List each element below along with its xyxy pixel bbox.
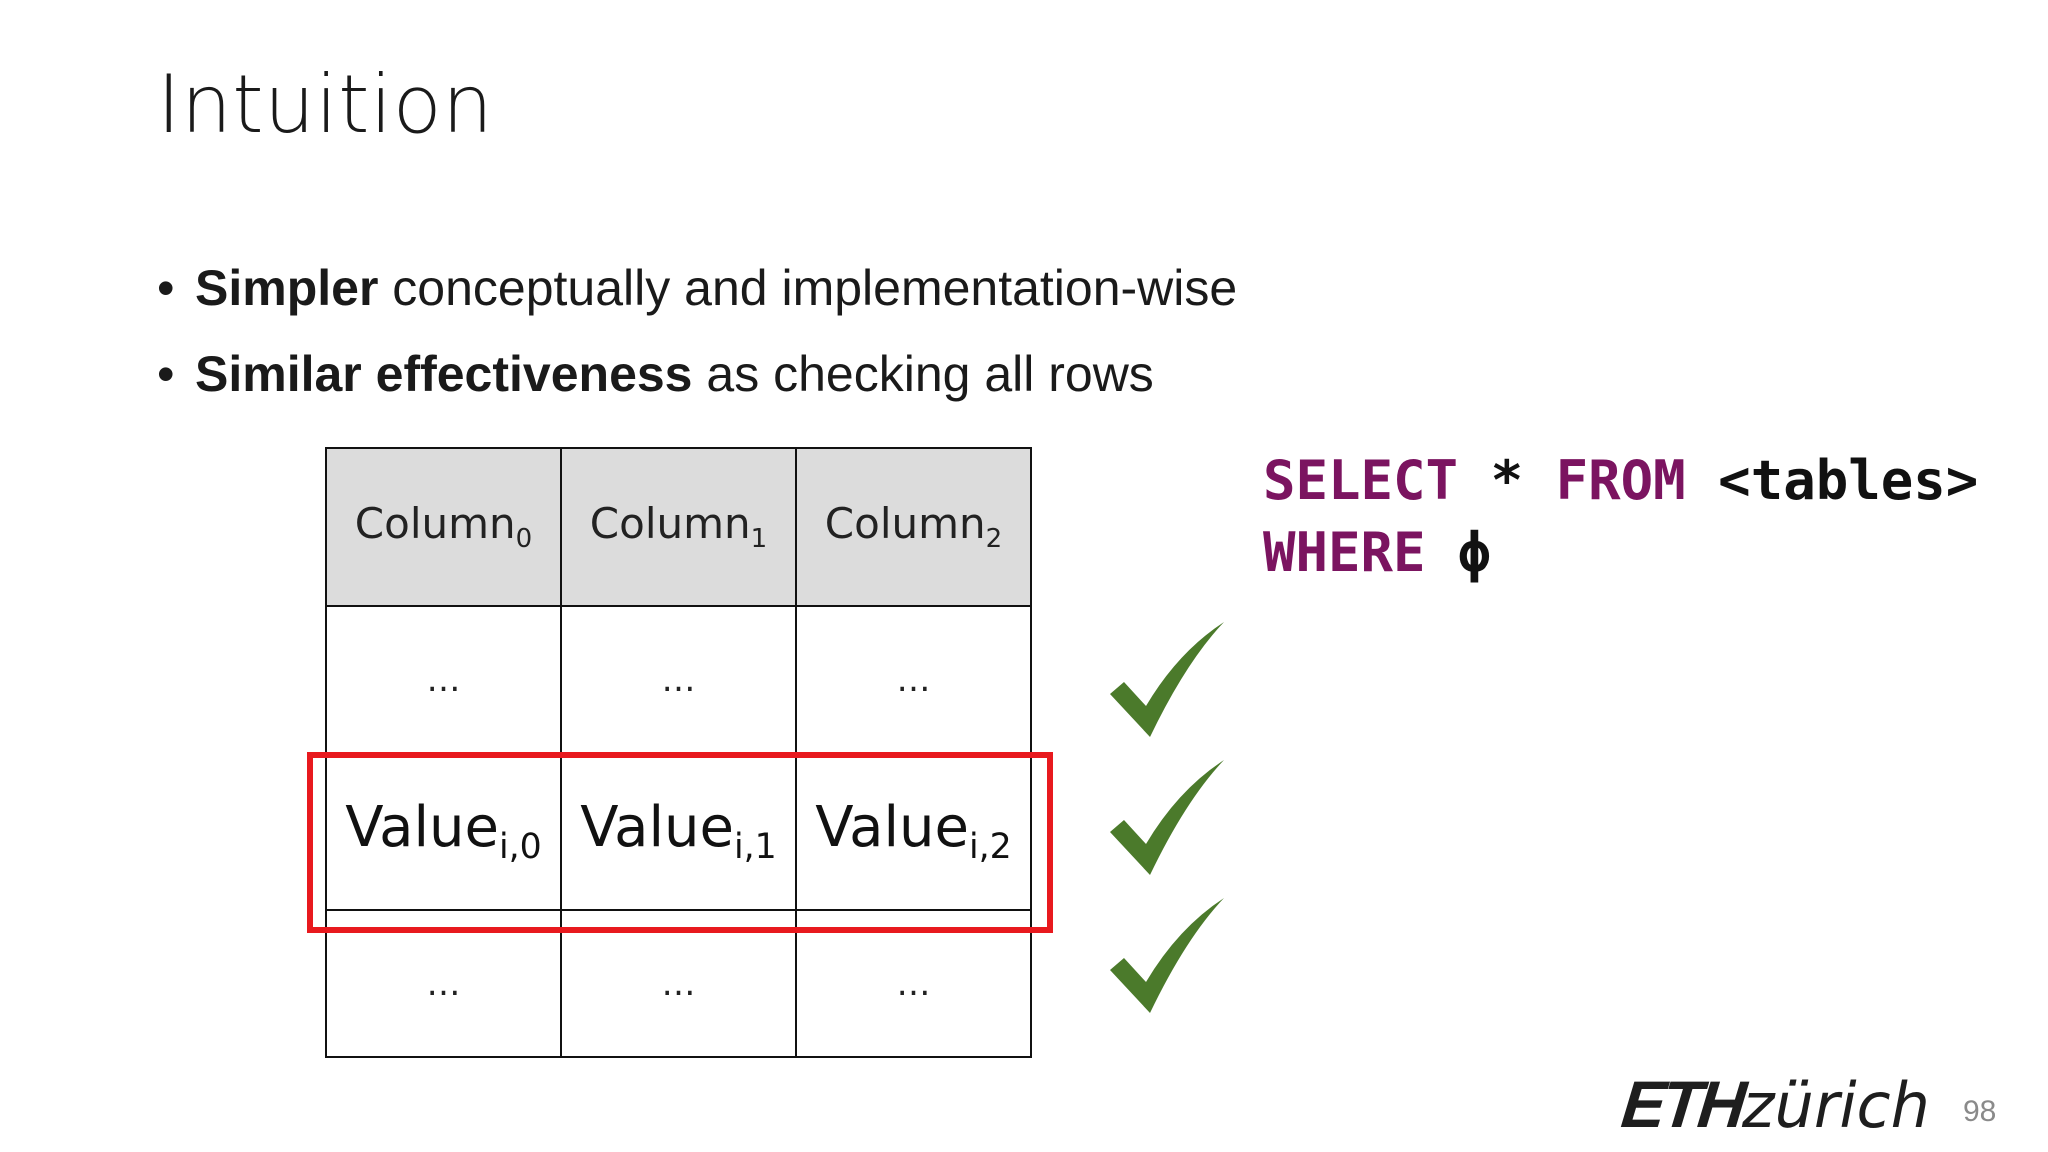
table-row-values: Valuei,0 Valuei,1 Valuei,2 [325, 752, 1032, 911]
bullet-item-similar: • Similar effectiveness as checking all r… [157, 331, 1237, 417]
bullet-dot-icon: • [157, 346, 175, 402]
bullet-list: • Simpler conceptually and implementation… [157, 245, 1237, 417]
header-cell-column-0: Column0 [325, 447, 562, 607]
ellipsis-cell: … [795, 909, 1032, 1058]
checkmark-icon [1110, 760, 1224, 875]
bullet-text: conceptually and implementation-wise [378, 260, 1238, 316]
eth-zurich-logo: ETHzürich [1618, 1067, 1930, 1142]
ellipsis-cell: … [325, 605, 562, 754]
sql-keyword: WHERE [1263, 521, 1426, 584]
sql-keyword: SELECT [1263, 449, 1459, 512]
ellipsis-cell: … [560, 605, 797, 754]
sql-keyword: FROM [1555, 449, 1686, 512]
checkmark-icon [1110, 622, 1224, 737]
page-number: 98 [1963, 1095, 1997, 1128]
ellipsis-cell: … [560, 909, 797, 1058]
bullet-bold-text: Similar effectiveness [195, 346, 693, 402]
ellipsis-cell: … [325, 909, 562, 1058]
checkmark-column [1108, 622, 1226, 1036]
value-cell-2: Valuei,2 [795, 752, 1032, 911]
table-row-ellipsis-bottom: … … … [325, 909, 1032, 1058]
bullet-bold-text: Simpler [195, 260, 379, 316]
slide-title: Intuition [157, 58, 494, 151]
checkmark-icon [1110, 898, 1224, 1013]
table-row-ellipsis-top: … … … [325, 605, 1032, 754]
value-cell-0: Valuei,0 [325, 752, 562, 911]
header-cell-column-2: Column2 [795, 447, 1032, 607]
sql-line-1: SELECT * FROM <tables> [1263, 449, 1979, 512]
table-header-row: Column0 Column1 Column2 [325, 447, 1032, 607]
bullet-text: as checking all rows [692, 346, 1154, 402]
row-highlight-box [307, 752, 1053, 933]
bullet-dot-icon: • [157, 260, 175, 316]
header-cell-column-1: Column1 [560, 447, 797, 607]
value-cell-1: Valuei,1 [560, 752, 797, 911]
example-table: Column0 Column1 Column2 … … … Valuei,0 V… [325, 447, 1032, 1058]
bullet-item-simpler: • Simpler conceptually and implementation… [157, 245, 1237, 331]
sql-line-2: WHERE ϕ [1263, 521, 1491, 584]
sql-query: SELECT * FROM <tables> WHERE ϕ [1263, 445, 1978, 589]
ellipsis-cell: … [795, 605, 1032, 754]
